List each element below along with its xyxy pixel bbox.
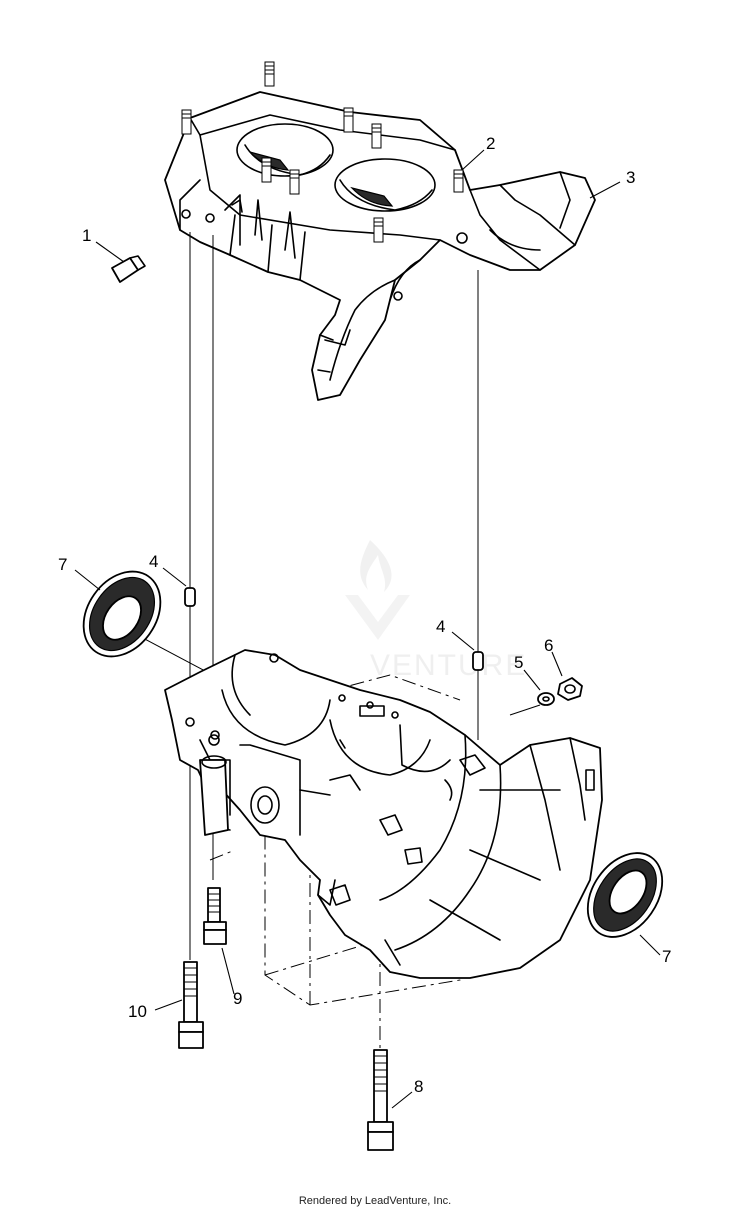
callout-3: 3 xyxy=(626,168,635,187)
part-10-bolt xyxy=(178,961,204,1049)
watermark-text: VENTURE xyxy=(370,649,527,682)
footer-credit: Rendered by LeadVenture, Inc. xyxy=(298,1195,452,1207)
callout-10: 10 xyxy=(128,1002,147,1021)
upper-crankcase xyxy=(164,91,596,401)
part-9-bolt xyxy=(203,887,227,945)
part-5-washer xyxy=(537,692,555,706)
callout-8: 8 xyxy=(414,1077,423,1096)
callouts: 1 2 3 4 4 5 6 7 7 8 9 10 xyxy=(58,134,671,1109)
lower-crankcase xyxy=(164,649,603,979)
watermark-logo: VENTURE xyxy=(345,540,527,682)
part-4-dowel-pins xyxy=(184,587,484,671)
callout-2: 2 xyxy=(486,134,495,153)
part-7-seal-right xyxy=(586,852,664,938)
callout-7-left: 7 xyxy=(58,555,67,574)
part-6-nut xyxy=(557,677,583,701)
part-7-seal-left xyxy=(82,570,162,658)
callout-1: 1 xyxy=(82,226,91,245)
callout-7-right: 7 xyxy=(662,947,671,966)
callout-5: 5 xyxy=(514,653,523,672)
stud-bolts xyxy=(181,61,464,243)
callout-4-left: 4 xyxy=(149,552,158,571)
callout-4-right: 4 xyxy=(436,617,445,636)
part-8-bolt xyxy=(367,1049,394,1151)
part-1-plug xyxy=(111,255,146,283)
callout-9: 9 xyxy=(233,989,242,1008)
callout-6: 6 xyxy=(544,636,553,655)
